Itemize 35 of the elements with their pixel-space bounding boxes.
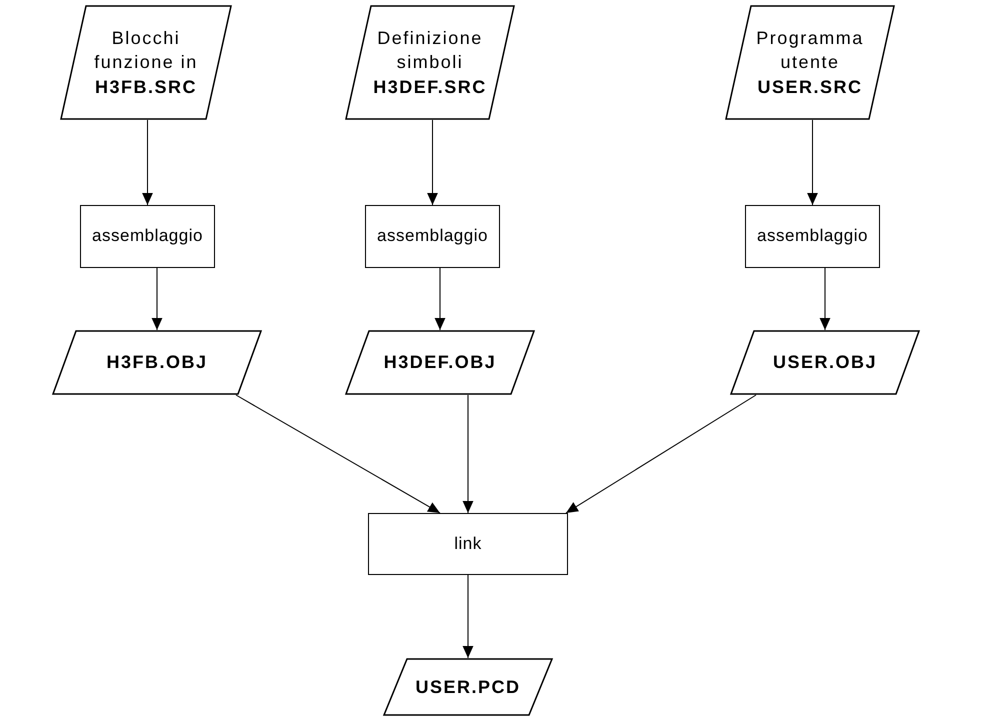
arrow: [152, 268, 162, 330]
node-label: link: [454, 532, 482, 555]
file-name: H3FB.OBJ: [106, 351, 208, 374]
file-name: H3FB.SRC: [94, 76, 197, 99]
process-box: [745, 205, 880, 268]
process-box: [365, 205, 500, 268]
data-parallelogram: [60, 5, 232, 120]
file-name: USER.PCD: [415, 676, 520, 699]
arrow: [462, 394, 474, 514]
arrow: [142, 120, 153, 206]
arrow: [566, 394, 756, 514]
node-label: Programma utente: [755, 27, 865, 74]
data-parallelogram: [725, 5, 895, 120]
file-name: USER.OBJ: [772, 351, 878, 374]
process-box: [368, 513, 568, 575]
arrow: [807, 120, 818, 206]
arrow: [820, 268, 830, 330]
data-parallelogram: [383, 658, 553, 716]
data-parallelogram: [52, 330, 262, 395]
process-box: [80, 205, 215, 268]
node-label: assemblaggio: [757, 225, 868, 248]
file-name: USER.SRC: [757, 76, 862, 99]
node-label: Blocchi funzione in: [93, 27, 199, 74]
data-parallelogram: [345, 330, 535, 395]
arrow: [427, 120, 438, 206]
arrow: [434, 268, 446, 330]
arrow: [462, 574, 474, 658]
data-parallelogram: [730, 330, 920, 395]
file-name: H3DEF.SRC: [373, 76, 487, 99]
arrow: [236, 394, 440, 514]
file-name: H3DEF.OBJ: [384, 351, 496, 374]
node-label: assemblaggio: [92, 225, 203, 248]
node-label: assemblaggio: [377, 225, 488, 248]
data-parallelogram: [345, 5, 515, 120]
node-label: Definizione simboli: [376, 27, 484, 74]
